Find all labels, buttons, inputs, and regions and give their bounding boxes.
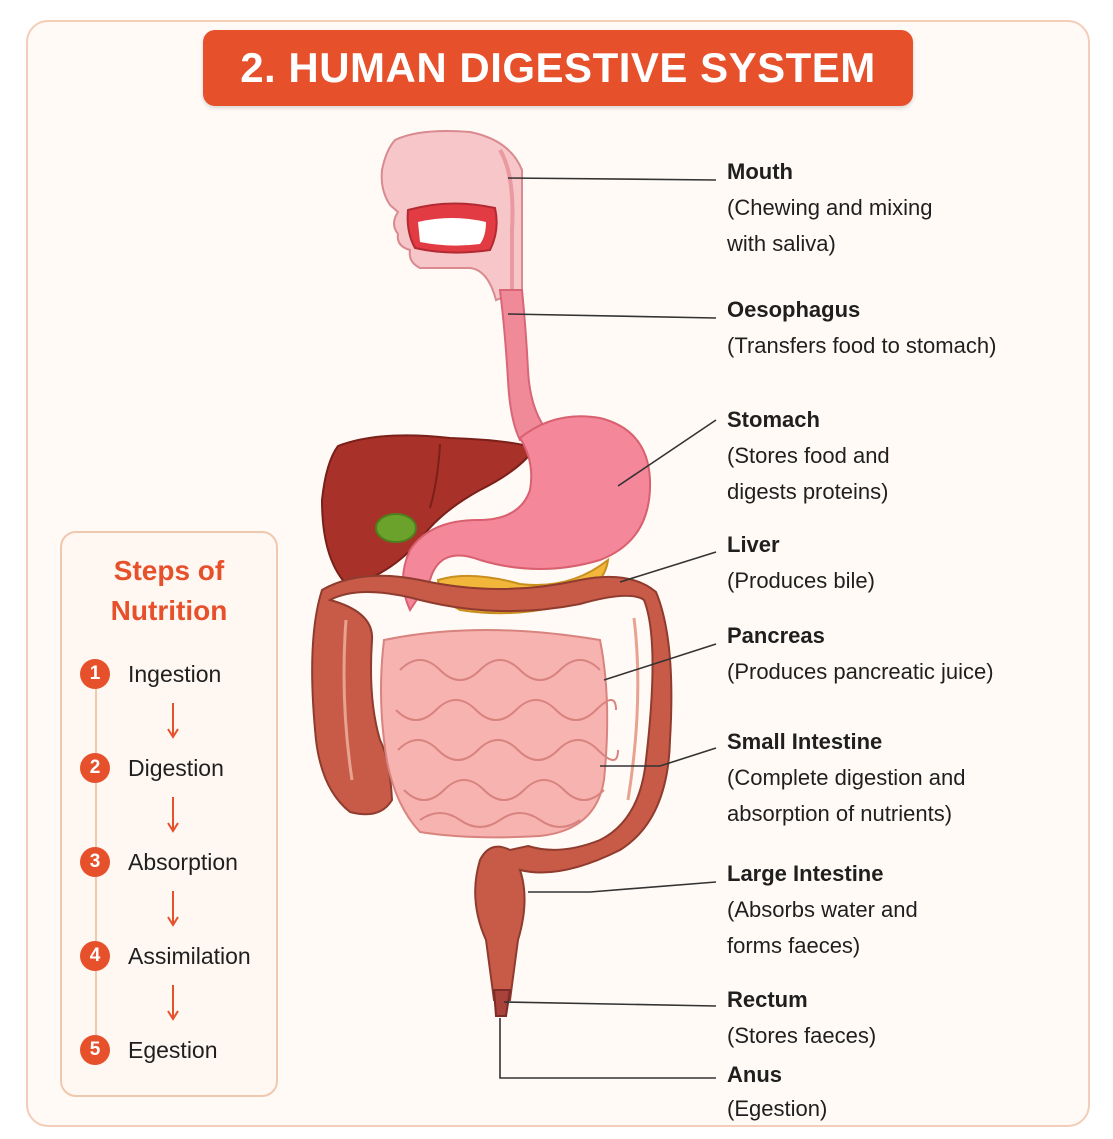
label-name: Anus: [727, 1062, 782, 1087]
label-desc: (Absorbs water and forms faeces): [727, 897, 918, 958]
label-name: Pancreas: [727, 623, 825, 648]
label-name: Rectum: [727, 987, 808, 1012]
small-intestine-drawing: [380, 629, 619, 839]
step-number: 1: [80, 659, 110, 689]
step-number: 4: [80, 941, 110, 971]
step-absorption: 3 Absorption: [80, 847, 238, 877]
label-name: Liver: [727, 532, 780, 557]
step-label: Digestion: [128, 754, 224, 781]
leader-line-anus: [499, 1018, 716, 1079]
label-name: Oesophagus: [727, 297, 861, 322]
rectum-drawing: [492, 989, 512, 1017]
leader-line-mouth: [507, 177, 717, 181]
leader-line-small-intestine: [600, 747, 717, 767]
step-label: Ingestion: [128, 660, 222, 687]
label-large-intestine: Large Intestine (Absorbs water and forms…: [727, 856, 918, 964]
leader-line-rectum: [503, 1001, 717, 1007]
title-banner: 2. HUMAN DIGESTIVE SYSTEM: [203, 30, 913, 106]
step-egestion: 5 Egestion: [80, 1035, 218, 1065]
steps-of-nutrition-panel: Steps of Nutrition 1 Ingestion 2 Digesti…: [60, 531, 278, 1097]
label-small-intestine: Small Intestine (Complete digestion and …: [727, 724, 965, 832]
step-number: 2: [80, 753, 110, 783]
label-rectum: Rectum (Stores faeces): [727, 982, 876, 1054]
label-name: Large Intestine: [727, 861, 884, 886]
step-assimilation: 4 Assimilation: [80, 941, 251, 971]
leader-line-oesophagus: [507, 313, 717, 319]
leader-line-stomach: [617, 419, 717, 487]
label-desc: (Stores food and digests proteins): [727, 443, 890, 504]
label-desc: (Produces pancreatic juice): [727, 659, 994, 684]
label-desc: (Stores faeces): [727, 1023, 877, 1048]
down-arrow-icon: [167, 891, 179, 927]
diagram-title: 2. HUMAN DIGESTIVE SYSTEM: [240, 44, 876, 91]
leader-line-large-intestine: [528, 881, 717, 893]
gallbladder-drawing: [375, 513, 417, 543]
label-liver: Liver (Produces bile): [727, 527, 875, 599]
label-name: Stomach: [727, 407, 820, 432]
stomach-drawing: [402, 415, 652, 613]
leader-line-liver: [619, 551, 717, 583]
label-desc: (Complete digestion and absorption of nu…: [727, 765, 966, 826]
leader-lines: [499, 177, 717, 1079]
step-label: Assimilation: [128, 942, 251, 969]
step-number: 5: [80, 1035, 110, 1065]
step-digestion: 2 Digestion: [80, 753, 224, 783]
label-mouth: Mouth (Chewing and mixing with saliva): [727, 154, 932, 262]
step-label: Egestion: [128, 1036, 218, 1063]
label-desc: (Produces bile): [727, 568, 875, 593]
label-stomach: Stomach (Stores food and digests protein…: [727, 402, 890, 510]
step-number: 3: [80, 847, 110, 877]
label-name: Mouth: [727, 159, 793, 184]
label-oesophagus: Oesophagus (Transfers food to stomach): [727, 292, 996, 364]
liver-drawing: [320, 434, 537, 588]
label-pancreas: Pancreas (Produces pancreatic juice): [727, 618, 994, 690]
label-desc: (Chewing and mixing with saliva): [727, 195, 933, 256]
step-label: Absorption: [128, 848, 238, 875]
label-anus: Anus (Egestion): [727, 1058, 827, 1126]
leader-line-pancreas: [603, 643, 717, 681]
down-arrow-icon: [167, 797, 179, 833]
down-arrow-icon: [167, 703, 179, 739]
step-ingestion: 1 Ingestion: [80, 659, 221, 689]
label-desc: (Egestion): [727, 1096, 828, 1121]
label-name: Small Intestine: [727, 729, 883, 754]
down-arrow-icon: [167, 985, 179, 1021]
label-desc: (Transfers food to stomach): [727, 333, 997, 358]
steps-title: Steps of Nutrition: [110, 555, 228, 626]
head-mouth-drawing: [380, 130, 523, 302]
large-intestine-drawing: [311, 574, 673, 1001]
oesophagus-drawing: [498, 289, 550, 442]
